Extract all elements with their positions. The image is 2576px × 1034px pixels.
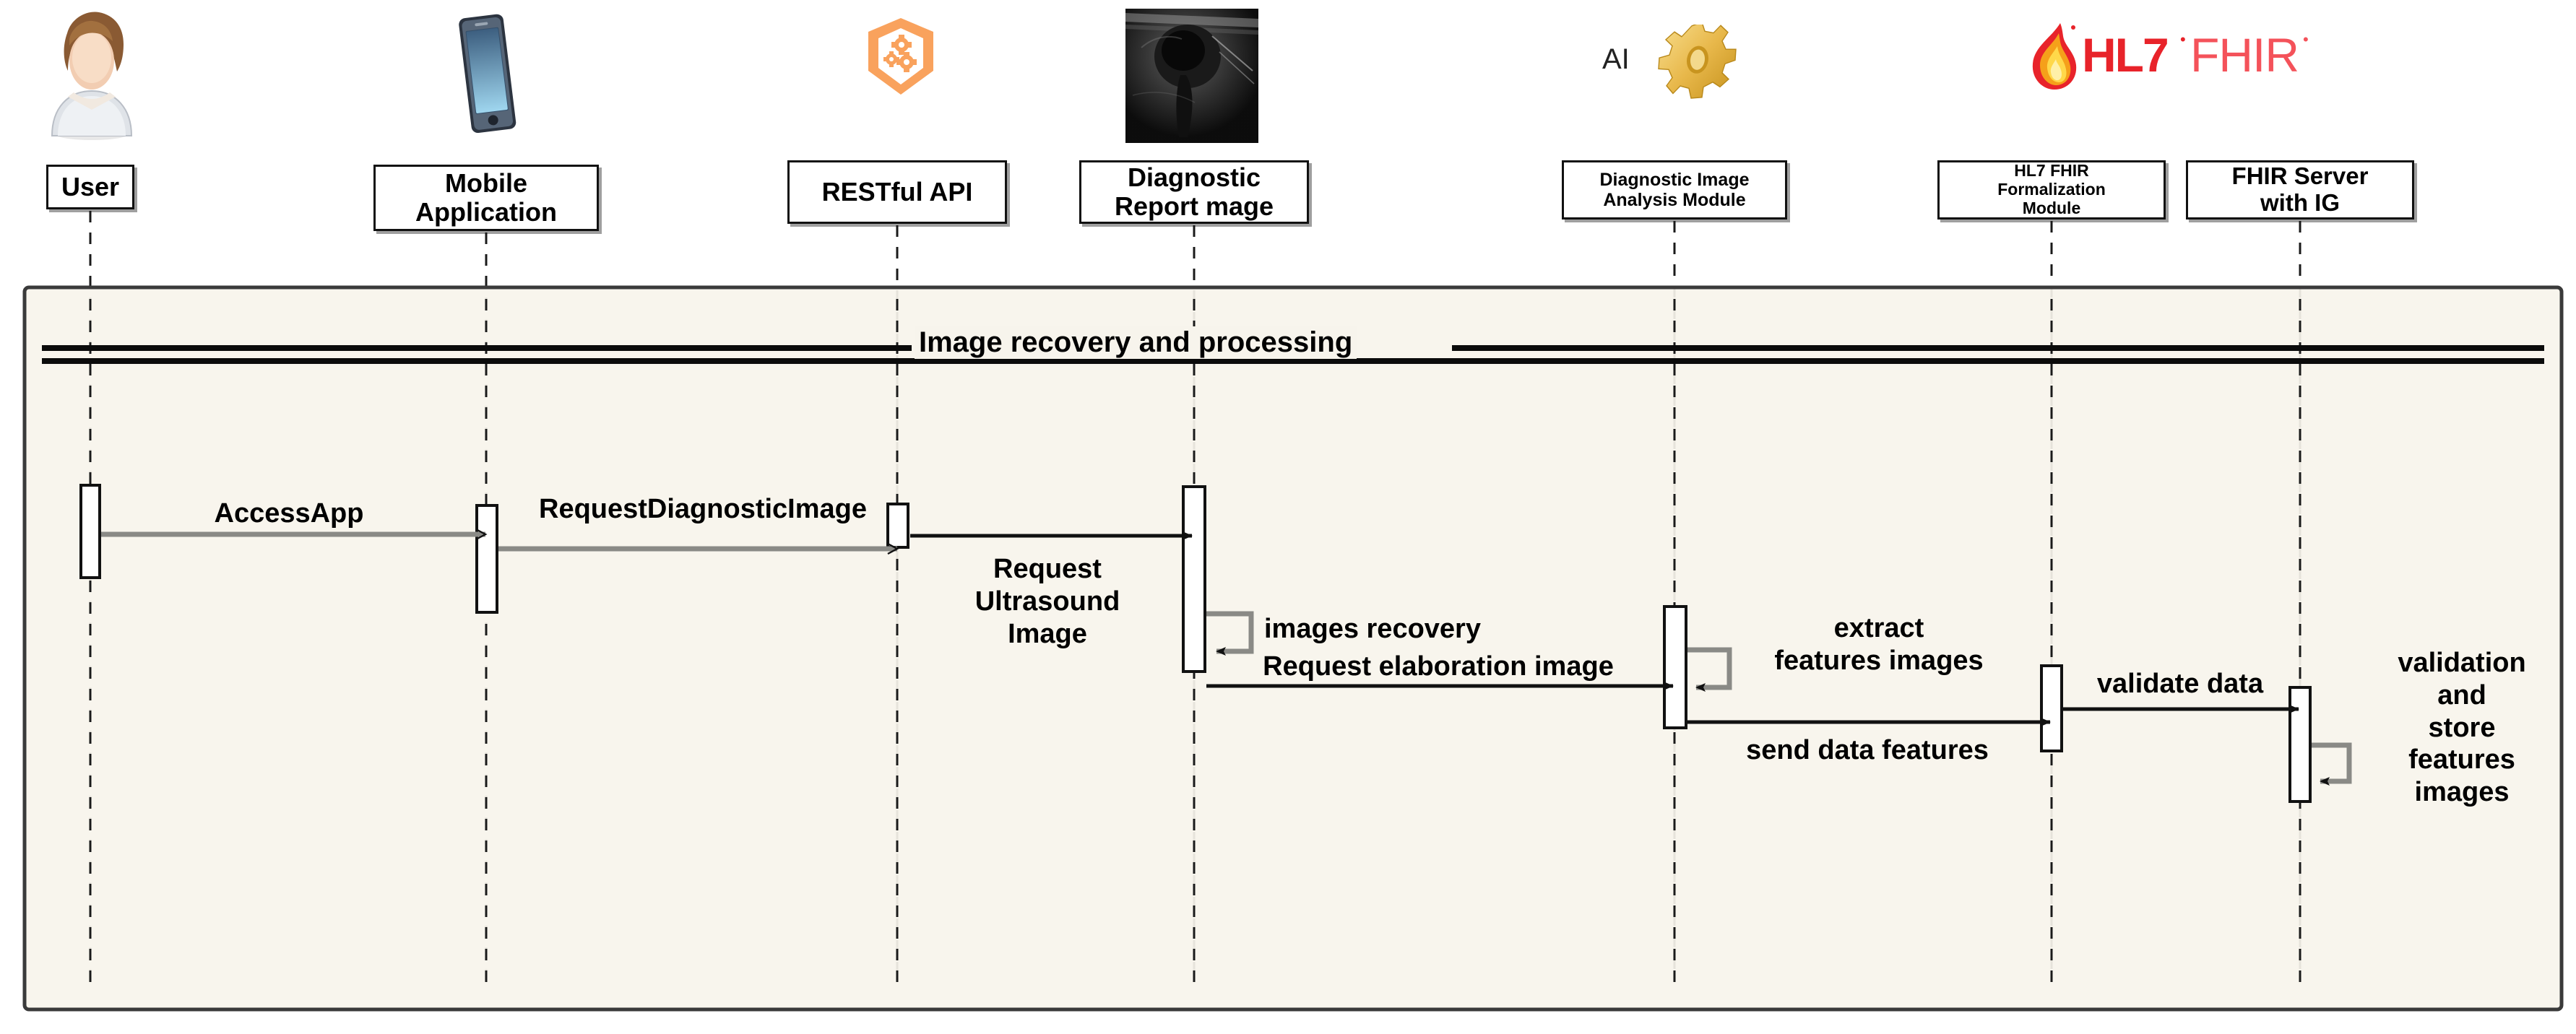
self-message-extract-features-images[interactable]: [1687, 647, 1732, 692]
api-gears-hexagon-icon: [868, 18, 933, 95]
hl7-fhir-logo-icon: HL7 • FHIR •: [2023, 20, 2326, 92]
participant-label-api-0: RESTful API: [821, 176, 973, 207]
participant-label-fhirserver-0: FHIR Server: [2231, 162, 2369, 190]
participant-label-aimodule-0: Diagnostic Image: [1599, 170, 1750, 190]
lifelines-overlay: [89, 299, 2301, 982]
self-message-images-recovery[interactable]: [1206, 611, 1254, 656]
fhir-wordmark: FHIR: [2190, 28, 2299, 82]
message-label-images-recovery: images recovery: [1264, 614, 1481, 644]
message-label-send-data-features: send data features: [1746, 735, 1989, 765]
activation-fhirserver: [2288, 686, 2312, 803]
activation-aimodule: [1663, 605, 1687, 729]
frame-divider: [42, 345, 2544, 364]
flame-icon: [2032, 23, 2077, 90]
participant-label-report-0: Diagnostic: [1127, 162, 1261, 192]
ultrasound-thumbnail-icon: [1125, 9, 1258, 143]
participant-box-user[interactable]: User: [46, 165, 134, 209]
messages: [101, 534, 2352, 786]
frame-title: Image recovery and processing: [915, 326, 1357, 359]
activation-mobile: [475, 504, 498, 614]
ai-gear-group: AI: [1602, 25, 1754, 103]
participant-box-fhir-server-with-ig[interactable]: FHIR Server with IG: [2186, 160, 2414, 220]
participant-label-formalize-1: Formalization: [1997, 180, 2106, 199]
message-label-requestdiagnosticimage: RequestDiagnosticImage: [539, 494, 867, 524]
message-label-request-elaboration-image: Request elaboration image: [1263, 651, 1614, 682]
message-label-accessapp: AccessApp: [214, 498, 364, 529]
participant-box-mobile[interactable]: Mobile Application: [373, 165, 599, 231]
participant-box-hl7-fhir-formalization-module[interactable]: HL7 FHIR Formalization Module: [1937, 160, 2166, 220]
hl7-wordmark: HL7: [2082, 28, 2169, 82]
activation-user: [79, 484, 101, 579]
participant-label-aimodule-1: Analysis Module: [1603, 190, 1746, 210]
message-label-request-ultrasound-image: Request Ultrasound Image: [974, 554, 1120, 649]
participant-box-restful-api[interactable]: RESTful API: [787, 160, 1007, 224]
message-label-validation-and-store: validation and store features images: [2398, 648, 2526, 808]
smartphone-icon: [459, 14, 517, 134]
interaction-frame: [22, 285, 2564, 1012]
message-label-extract-features-images: extract features images: [1774, 613, 1984, 676]
fhir-trademark-dot: •: [2303, 30, 2309, 48]
participant-box-diagnostic-image-analysis-module[interactable]: Diagnostic Image Analysis Module: [1562, 160, 1787, 220]
participant-label-mobile-1: Application: [415, 197, 557, 227]
self-message-validation-and-store[interactable]: [2312, 742, 2352, 786]
participant-label-report-1: Report mage: [1114, 191, 1274, 221]
hl7-trademark-dot: •: [2180, 30, 2186, 48]
participant-label-user-0: User: [61, 171, 120, 201]
participant-label-formalize-2: Module: [2022, 198, 2081, 217]
participant-box-diagnostic-report-image[interactable]: Diagnostic Report mage: [1079, 160, 1309, 224]
participant-label-fhirserver-1: with IG: [2260, 189, 2340, 216]
activation-formalize: [2040, 664, 2063, 752]
participant-label-formalize-0: HL7 FHIR: [2014, 161, 2089, 181]
person-avatar-icon: [51, 12, 133, 140]
ai-label: AI: [1602, 43, 1630, 75]
activation-bars: [79, 484, 2312, 803]
activation-report: [1182, 485, 1206, 673]
ai-gear-icon: [1658, 25, 1737, 99]
participant-label-mobile-0: Mobile: [445, 168, 527, 198]
message-label-validate-data: validate data: [2096, 669, 2264, 699]
